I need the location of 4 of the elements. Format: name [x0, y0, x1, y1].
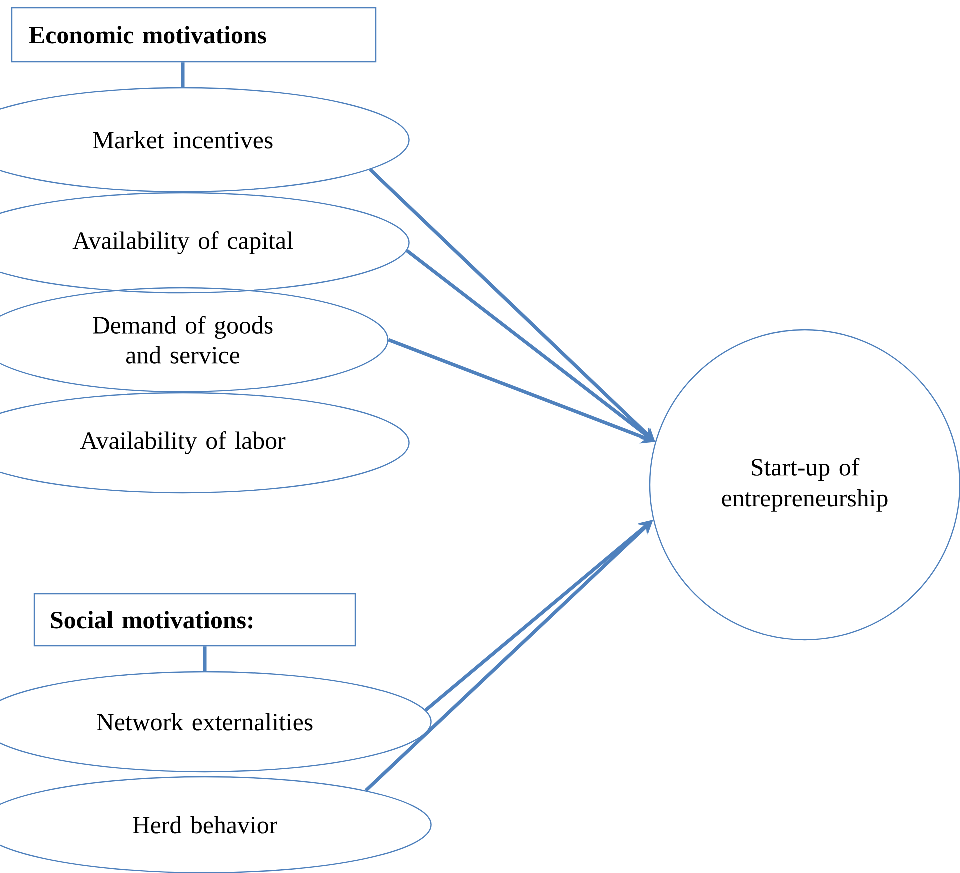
- connector-line: [203, 646, 207, 672]
- heading-box: Economic motivations: [11, 7, 377, 63]
- connector-line: [181, 62, 185, 88]
- heading-box: Social motivations:: [34, 593, 356, 647]
